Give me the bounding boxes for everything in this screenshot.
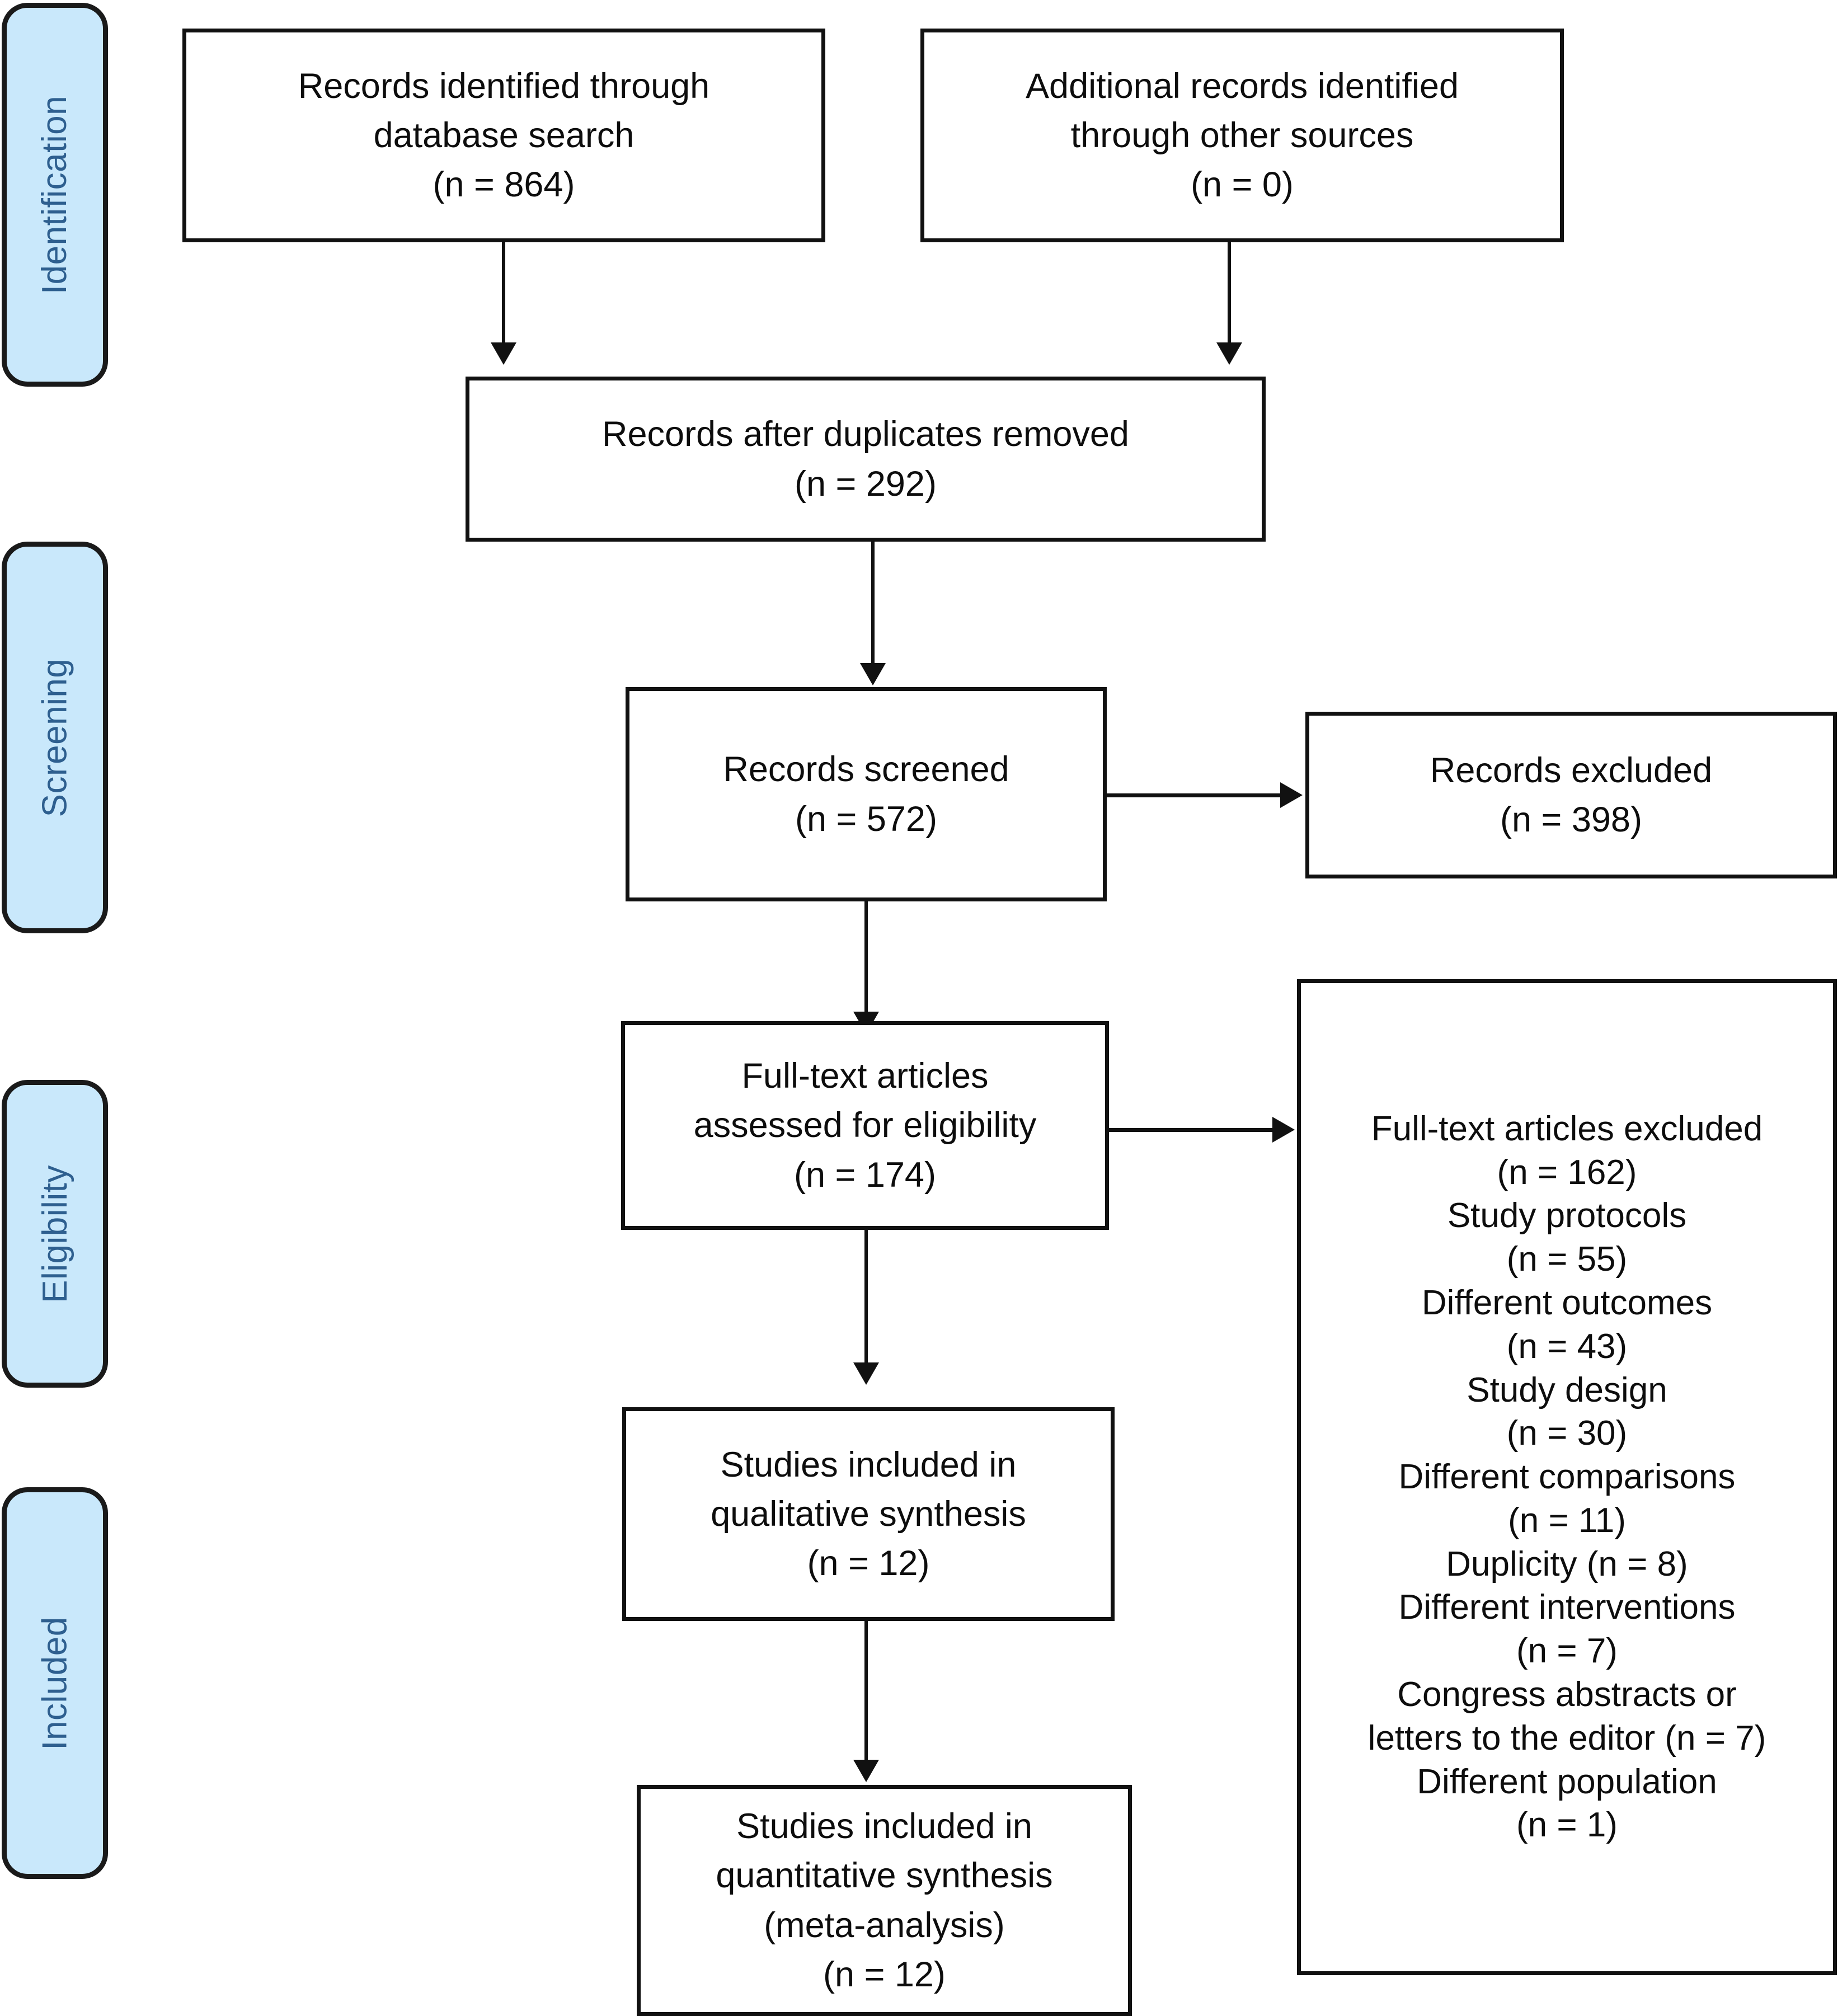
connector-identified-to-duplicates — [502, 242, 505, 346]
arrowhead-duplicates-to-screened — [860, 663, 886, 685]
connector-fulltext-to-qualitative — [864, 1230, 868, 1364]
stage-pill-identification: Identification — [2, 3, 108, 387]
stage-label-screening: Screening — [35, 658, 74, 817]
stage-label-identification: Identification — [35, 95, 74, 294]
box-fulltext-excluded-text: Full-text articles excluded (n = 162) St… — [1367, 1109, 1766, 1845]
connector-duplicates-to-screened — [871, 542, 875, 665]
box-fulltext-assessed-text: Full-text articles assessed for eligibil… — [693, 1056, 1037, 1195]
arrowhead-identified-to-duplicates — [491, 342, 516, 365]
box-records-after-duplicates-text: Records after duplicates removed (n = 29… — [602, 415, 1129, 504]
box-records-after-duplicates: Records after duplicates removed (n = 29… — [466, 377, 1266, 542]
box-qualitative-synthesis: Studies included in qualitative synthesi… — [622, 1407, 1115, 1621]
stage-pill-eligibility: Eligibility — [2, 1080, 108, 1388]
box-records-identified-database-text: Records identified through database sear… — [298, 66, 710, 205]
stage-pill-screening: Screening — [2, 542, 108, 933]
arrowhead-other-sources-to-duplicates — [1216, 342, 1242, 365]
box-additional-records-other-sources: Additional records identified through ot… — [920, 29, 1564, 242]
box-records-screened: Records screened (n = 572) — [626, 687, 1107, 901]
arrowhead-qualitative-to-quantitative — [853, 1760, 879, 1782]
stage-label-included: Included — [35, 1616, 74, 1750]
connector-screened-to-fulltext — [864, 901, 868, 1013]
connector-qualitative-to-quantitative — [864, 1621, 868, 1761]
arrowhead-screened-to-excluded — [1280, 782, 1303, 808]
box-records-excluded-text: Records excluded (n = 398) — [1430, 750, 1713, 839]
connector-fulltext-to-excluded-list — [1109, 1128, 1272, 1132]
arrowhead-fulltext-to-excluded-list — [1272, 1117, 1295, 1143]
box-quantitative-synthesis: Studies included in quantitative synthes… — [637, 1785, 1132, 2016]
box-additional-records-other-sources-text: Additional records identified through ot… — [1026, 66, 1459, 205]
box-fulltext-assessed: Full-text articles assessed for eligibil… — [621, 1021, 1109, 1230]
connector-screened-to-excluded — [1107, 793, 1280, 797]
connector-other-sources-to-duplicates — [1228, 242, 1231, 346]
stage-label-eligibility: Eligibility — [35, 1164, 74, 1303]
stage-pill-included: Included — [2, 1487, 108, 1879]
arrowhead-fulltext-to-qualitative — [853, 1362, 879, 1385]
box-records-screened-text: Records screened (n = 572) — [723, 750, 1009, 839]
box-quantitative-synthesis-text: Studies included in quantitative synthes… — [716, 1807, 1053, 1994]
box-records-identified-database: Records identified through database sear… — [182, 29, 825, 242]
box-qualitative-synthesis-text: Studies included in qualitative synthesi… — [711, 1445, 1026, 1583]
box-fulltext-excluded: Full-text articles excluded (n = 162) St… — [1297, 979, 1837, 1975]
box-records-excluded: Records excluded (n = 398) — [1305, 712, 1837, 878]
